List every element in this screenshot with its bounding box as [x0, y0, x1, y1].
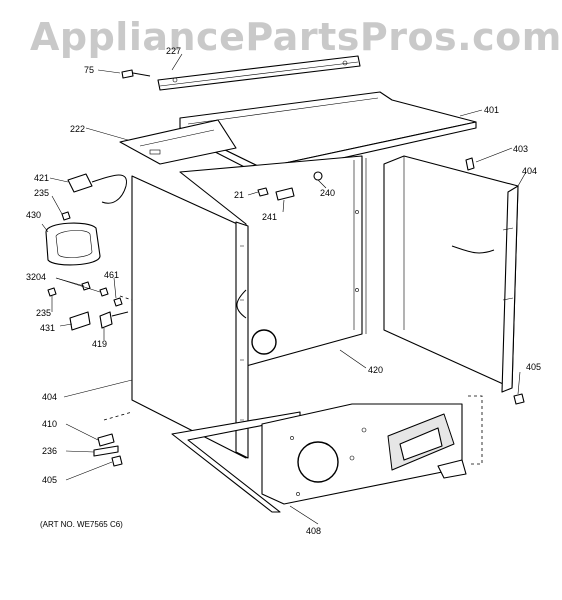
callout-235-mid: 235 [36, 308, 51, 318]
callout-421: 421 [34, 173, 49, 183]
part-75-screw[interactable] [121, 69, 151, 79]
callout-431: 431 [40, 323, 55, 333]
part-421-power-cord[interactable] [67, 173, 127, 204]
callout-241: 241 [262, 212, 277, 222]
part-21-screw[interactable] [257, 187, 269, 197]
callout-430: 430 [26, 210, 41, 220]
callout-75: 75 [84, 65, 94, 75]
leader-lines [41, 53, 527, 525]
part-404-right-side-panel[interactable] [383, 155, 519, 393]
part-235-screw-mid[interactable] [47, 287, 57, 297]
part-461-terminal-block[interactable] [113, 297, 123, 307]
part-403-screw[interactable] [465, 157, 475, 171]
part-419-terminal[interactable] [99, 311, 129, 329]
callout-405-right: 405 [526, 362, 541, 372]
callout-21: 21 [234, 190, 244, 200]
part-410-leveling-leg[interactable] [97, 433, 115, 447]
part-222-rear-bracket[interactable] [119, 119, 237, 165]
alignment-lines [103, 295, 483, 465]
part-236-foot-pad[interactable] [93, 445, 119, 457]
callout-222: 222 [70, 124, 85, 134]
callout-235-top: 235 [34, 188, 49, 198]
part-3204-screws[interactable] [81, 281, 109, 297]
art-number-caption: (ART NO. WE7565 C6) [40, 520, 123, 529]
part-240-knob[interactable] [313, 171, 323, 181]
part-241-clip[interactable] [275, 187, 295, 201]
part-404-left-side-panel[interactable] [131, 175, 277, 459]
part-430-gasket[interactable] [45, 222, 101, 266]
callout-227: 227 [166, 46, 181, 56]
part-408-base[interactable] [171, 403, 467, 513]
callout-461: 461 [104, 270, 119, 280]
callout-236: 236 [42, 446, 57, 456]
watermark-logo: AppliancePartsPros.com [30, 15, 562, 59]
callout-401: 401 [484, 105, 499, 115]
callout-419: 419 [92, 339, 107, 349]
callout-403: 403 [513, 144, 528, 154]
callout-240: 240 [320, 188, 335, 198]
callout-labels: 227 75 401 222 403 404 421 235 21 240 24… [26, 46, 541, 536]
part-431-strain-relief[interactable] [69, 311, 91, 331]
callout-404-right: 404 [522, 166, 537, 176]
callout-404-left: 404 [42, 392, 57, 402]
callout-3204: 3204 [26, 272, 46, 282]
callout-420: 420 [368, 365, 383, 375]
part-235-screw-top[interactable] [61, 211, 71, 221]
part-405-left-screw[interactable] [111, 455, 123, 467]
part-227-top-brace[interactable] [157, 55, 361, 91]
part-405-right-screw[interactable] [513, 393, 525, 405]
callout-410: 410 [42, 419, 57, 429]
callout-405-left: 405 [42, 475, 57, 485]
part-420-cabinet-frame[interactable] [179, 155, 367, 367]
callout-408: 408 [306, 526, 321, 536]
